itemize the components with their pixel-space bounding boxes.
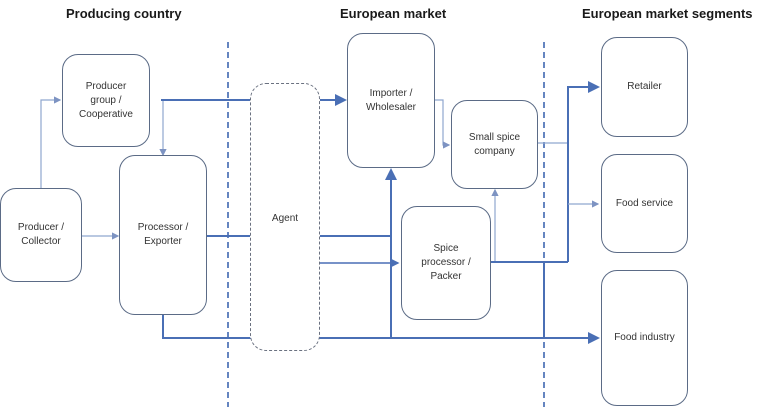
node-label: Importer / Wholesaler (365, 87, 417, 113)
node-label: Small spice company (468, 131, 521, 157)
node-agent: Agent (250, 83, 320, 351)
flow-to-retailer (567, 81, 600, 262)
node-label: Agent (271, 213, 299, 224)
node-producer-collector: Producer / Collector (0, 188, 82, 282)
node-importer-wholesaler: Importer / Wholesaler (347, 33, 435, 168)
flow-processor-to-food-industry (162, 314, 600, 344)
node-label: Processor / Exporter (137, 222, 189, 247)
node-label: Retailer (627, 81, 662, 92)
flow-collector-to-group (40, 96, 62, 188)
node-retailer: Retailer (601, 37, 688, 137)
flow-importer-to-small-spice (435, 99, 451, 149)
node-label: Food industry (614, 332, 675, 343)
node-food-industry: Food industry (601, 270, 688, 406)
section-title-european-market-segments: European market segments (582, 6, 753, 21)
node-spice-processor-packer: Spice processor / Packer (401, 206, 491, 320)
node-producer-group-cooperative: Producer group / Cooperative (62, 54, 150, 147)
node-label: Food service (615, 197, 674, 209)
node-label: Producer group / Cooperative (79, 80, 133, 120)
section-title-producing-country: Producing country (66, 6, 182, 21)
node-small-spice-company: Small spice company (451, 100, 538, 189)
node-food-service: Food service (601, 154, 688, 253)
node-processor-exporter: Processor / Exporter (119, 155, 207, 315)
node-label: Producer / Collector (17, 222, 65, 247)
section-title-european-market: European market (340, 6, 447, 21)
node-label: Spice processor / Packer (421, 243, 471, 282)
